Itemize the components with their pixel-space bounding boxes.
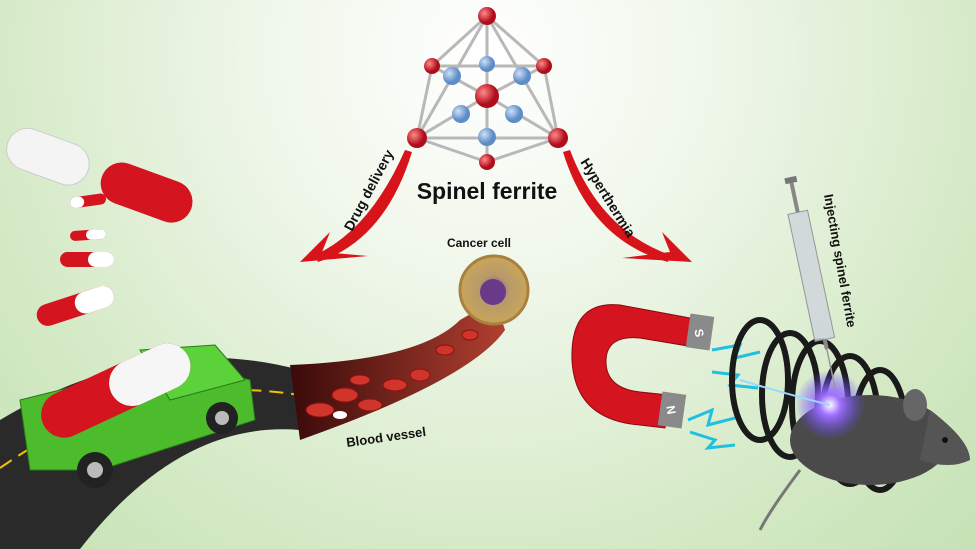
cancer-cell — [458, 254, 530, 326]
cancer-cell-label: Cancer cell — [447, 236, 511, 250]
hyperthermia-arrow — [563, 150, 692, 262]
syringe — [784, 175, 837, 390]
title: Spinel ferrite — [417, 178, 558, 204]
red-atoms — [407, 7, 568, 170]
pills — [36, 193, 114, 326]
truck — [19, 343, 256, 488]
drug-delivery-arrow — [300, 150, 412, 262]
blood-vessel — [290, 300, 505, 440]
blood-vessel-label: Blood vessel — [345, 424, 427, 450]
open-capsule — [6, 127, 193, 223]
blue-atoms — [443, 56, 531, 146]
red-blood-cells — [305, 329, 479, 418]
horseshoe-magnet — [571, 304, 715, 429]
magnet-north-pole: N — [663, 405, 678, 416]
magnet-south-pole: S — [691, 328, 706, 338]
